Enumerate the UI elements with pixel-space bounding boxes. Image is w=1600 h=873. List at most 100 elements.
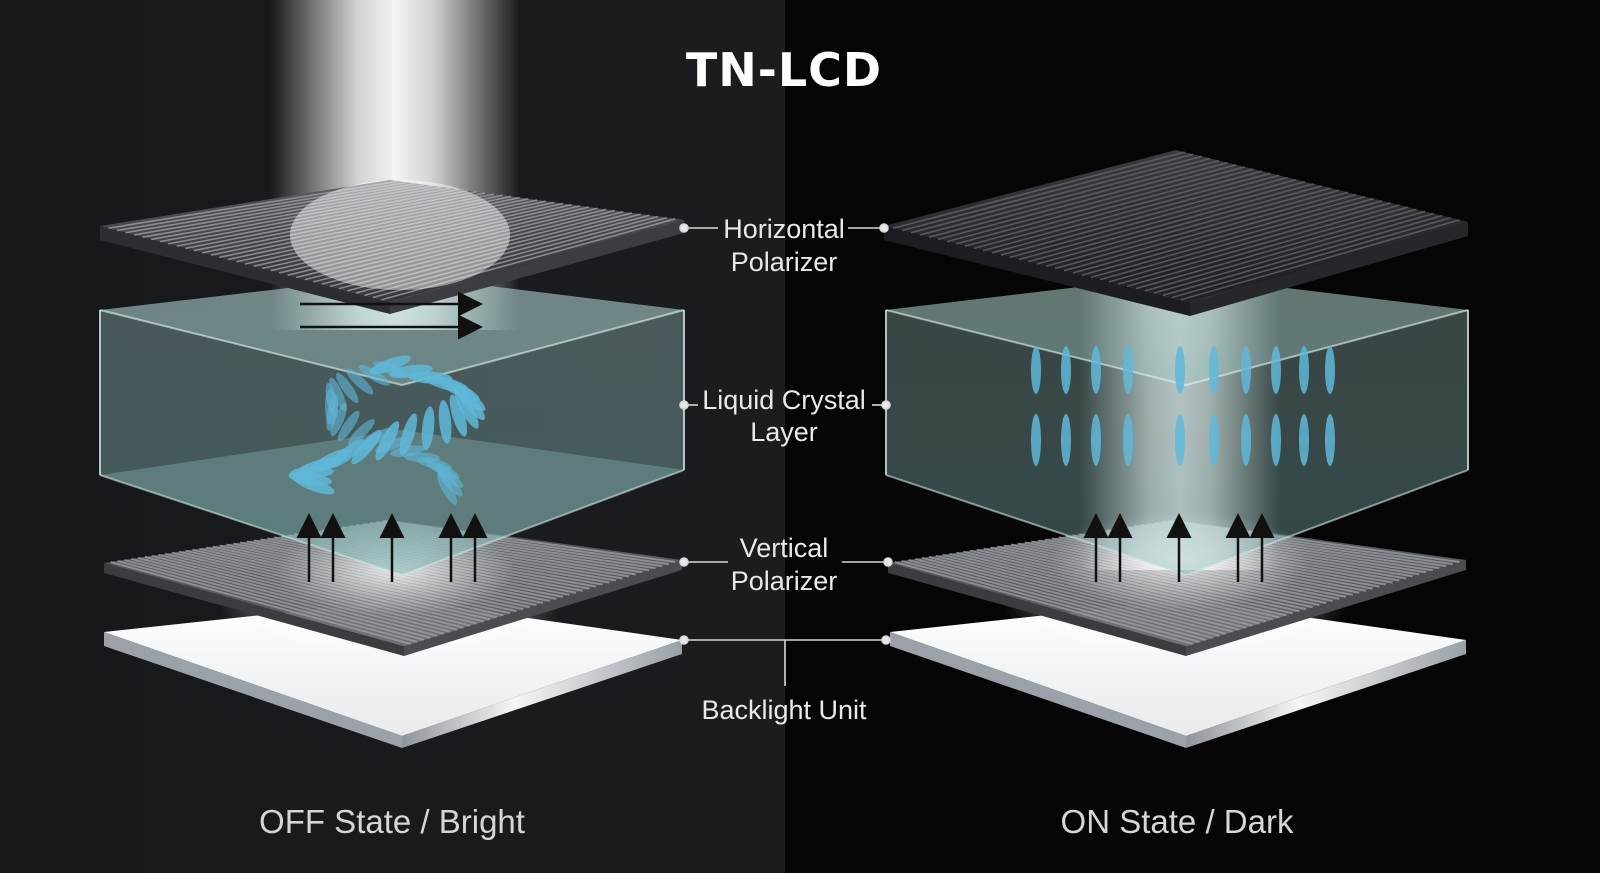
polarizer-stripe xyxy=(1018,180,1306,261)
polarizer-stripe xyxy=(270,202,564,272)
polarizer-stripe xyxy=(219,195,512,259)
polarizer-stripe xyxy=(1045,187,1331,268)
liquid-crystal-molecule xyxy=(1031,414,1041,466)
polarizer-stripe xyxy=(1009,178,1297,259)
polarizer-stripe xyxy=(108,180,399,230)
left-liquid-crystal-layer xyxy=(99,275,685,576)
polarizer-stripe xyxy=(910,155,1202,234)
polarizer-stripe xyxy=(244,199,538,265)
liquid-crystal-molecule xyxy=(449,394,468,437)
polarizer-stripe xyxy=(176,189,468,247)
polarizer-stripe xyxy=(991,174,1280,254)
polarizer-stripe xyxy=(1072,193,1357,274)
liquid-crystal-molecule xyxy=(326,395,339,431)
polarizer-stripe xyxy=(304,207,598,281)
polarizer-stripe xyxy=(1063,191,1348,272)
liquid-crystal-molecule xyxy=(337,410,360,441)
polarizer-stripe xyxy=(908,558,1207,641)
polarizer-stripe xyxy=(295,206,590,279)
liquid-crystal-molecule xyxy=(437,473,458,505)
polarizer-stripe xyxy=(919,157,1211,236)
polarizer-stripe xyxy=(355,214,650,294)
liquid-crystal-molecule xyxy=(351,429,382,465)
liquid-crystal-molecule xyxy=(1299,346,1309,394)
liquid-crystal-molecule xyxy=(1299,414,1309,466)
polarizer-stripe xyxy=(964,168,1254,247)
polarizer-stripe xyxy=(1090,197,1374,279)
polarizer-stripe xyxy=(278,203,572,274)
liquid-crystal-molecule xyxy=(1091,346,1101,394)
liquid-crystal-molecule xyxy=(421,406,435,451)
polarizer-stripe xyxy=(133,183,425,236)
liquid-crystal-molecule xyxy=(1241,346,1251,394)
liquid-crystal-molecule xyxy=(437,468,463,497)
right-vertical-arrows xyxy=(1083,513,1275,582)
liquid-crystal-molecule xyxy=(1175,414,1185,466)
right-assembly xyxy=(884,150,1469,748)
liquid-crystal-molecule xyxy=(438,399,452,444)
right-horizontal-polarizer xyxy=(884,150,1468,316)
liquid-crystal-molecule xyxy=(1271,414,1281,466)
liquid-crystal-molecule xyxy=(358,364,390,386)
polarizer-stripe xyxy=(1180,219,1460,301)
polarizer-stripe xyxy=(151,186,443,241)
polarizer-stripe xyxy=(124,558,425,641)
label-liquid-crystal-line2: Layer xyxy=(750,417,818,447)
liquid-crystal-molecule xyxy=(1175,346,1185,394)
polarizer-stripe xyxy=(946,164,1237,243)
polarizer-stripe xyxy=(937,161,1228,241)
liquid-crystal-molecule xyxy=(336,372,359,403)
polarizer-stripe xyxy=(921,556,1220,637)
polarizer-stripe xyxy=(287,205,581,276)
right-liquid-crystal-layer xyxy=(885,275,1469,576)
polarizer-stripe xyxy=(142,185,434,238)
polarizer-stripe xyxy=(347,213,641,292)
polarizer-stripe xyxy=(973,170,1263,250)
polarizer-stripe xyxy=(110,561,411,645)
polarizer-stripe xyxy=(330,210,624,288)
page-title: TN-LCD xyxy=(686,43,882,97)
polarizer-stripe xyxy=(372,216,667,299)
liquid-crystal-molecule xyxy=(1209,414,1219,466)
polarizer-stripe xyxy=(1144,210,1426,292)
caption-off-state: OFF State / Bright xyxy=(259,803,525,840)
polarizer-stripe xyxy=(1027,183,1314,263)
liquid-crystal-molecule xyxy=(375,436,409,453)
polarizer-stripe xyxy=(1135,208,1417,290)
liquid-crystal-molecule xyxy=(293,475,335,495)
liquid-crystal-molecule xyxy=(1325,346,1335,394)
left-assembly xyxy=(99,180,685,748)
polarizer-stripe xyxy=(901,153,1194,232)
polarizer-stripe xyxy=(1126,206,1409,288)
liquid-crystal-molecule xyxy=(1123,346,1133,394)
liquid-crystal-molecule xyxy=(1241,414,1251,466)
polarizer-stripe xyxy=(168,188,460,245)
polarizer-stripe xyxy=(1000,176,1288,256)
polarizer-stripe xyxy=(116,181,408,232)
polarizer-stripe xyxy=(193,192,486,252)
polarizer-stripe xyxy=(1171,216,1452,299)
polarizer-stripe xyxy=(1099,200,1383,281)
polarizer-stripe xyxy=(159,187,451,243)
polarizer-stripe xyxy=(144,555,444,635)
polarizer-stripe xyxy=(381,218,676,301)
polarizer-stripe xyxy=(1036,185,1323,265)
polarizer-stripe xyxy=(321,209,616,285)
polarizer-stripe xyxy=(901,559,1200,643)
polarizer-stripe xyxy=(1081,195,1366,276)
left-vertical-arrows xyxy=(296,513,488,582)
polarizer-stripe xyxy=(894,561,1193,645)
polarizer-stripe xyxy=(210,194,503,256)
polarizer-stripe xyxy=(955,166,1245,245)
label-horizontal-polarizer-line2: Polarizer xyxy=(731,247,838,277)
liquid-crystal-molecule xyxy=(454,389,479,429)
polarizer-stripe xyxy=(1117,204,1400,285)
liquid-crystal-molecule xyxy=(399,413,418,456)
polarizer-stripe xyxy=(130,557,431,639)
polarizer-stripe xyxy=(202,193,494,254)
liquid-crystal-molecule xyxy=(346,368,374,395)
polarizer-stripe xyxy=(1108,202,1391,283)
polarizer-stripe xyxy=(253,200,546,268)
liquid-crystal-molecule xyxy=(1209,346,1219,394)
